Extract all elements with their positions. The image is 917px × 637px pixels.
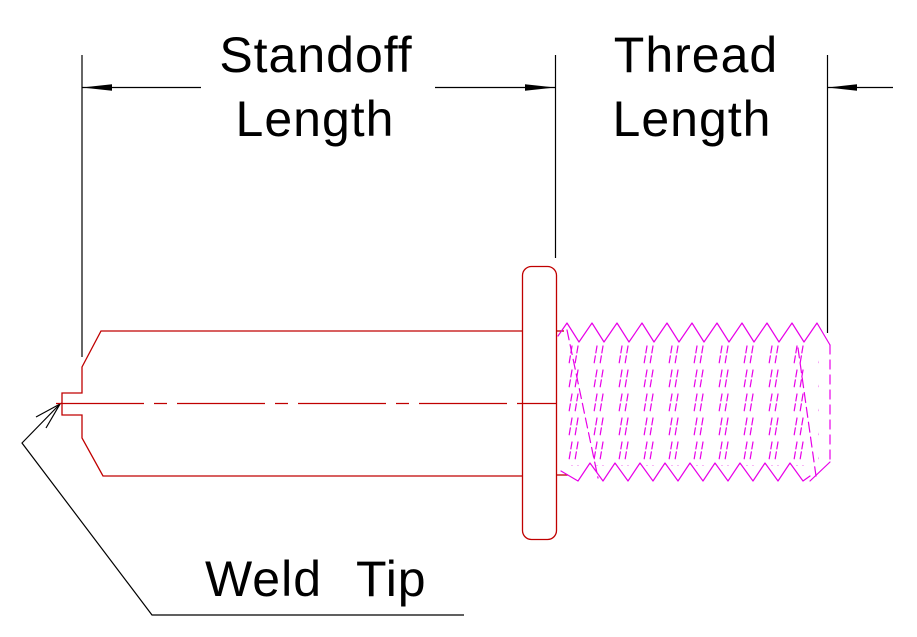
- leader-line: [21, 403, 464, 616]
- thread-runout-right: [797, 347, 817, 477]
- thread-crest-top: [557, 322, 831, 346]
- thread-flank-hatch: [561, 344, 819, 466]
- thread-runout-left: [566, 329, 599, 479]
- thread-length-label-line1: Thread: [613, 27, 779, 83]
- stud-body: [56, 265, 568, 541]
- weld-tip-label: Weld Tip: [205, 551, 427, 607]
- thread-end-bottom-edge: [809, 461, 831, 482]
- standoff-dimension: [81, 55, 557, 357]
- thread-arrow: [827, 84, 857, 91]
- standoff-arrow-right: [525, 84, 555, 91]
- standoff-length-label-line2: Length: [235, 91, 395, 147]
- standoff-arrow-left: [82, 84, 112, 91]
- thread-profile: [557, 322, 831, 482]
- thread-length-label-line2: Length: [612, 91, 772, 147]
- standoff-length-label-line1: Standoff: [219, 27, 413, 83]
- thread-dimension: [826, 55, 893, 333]
